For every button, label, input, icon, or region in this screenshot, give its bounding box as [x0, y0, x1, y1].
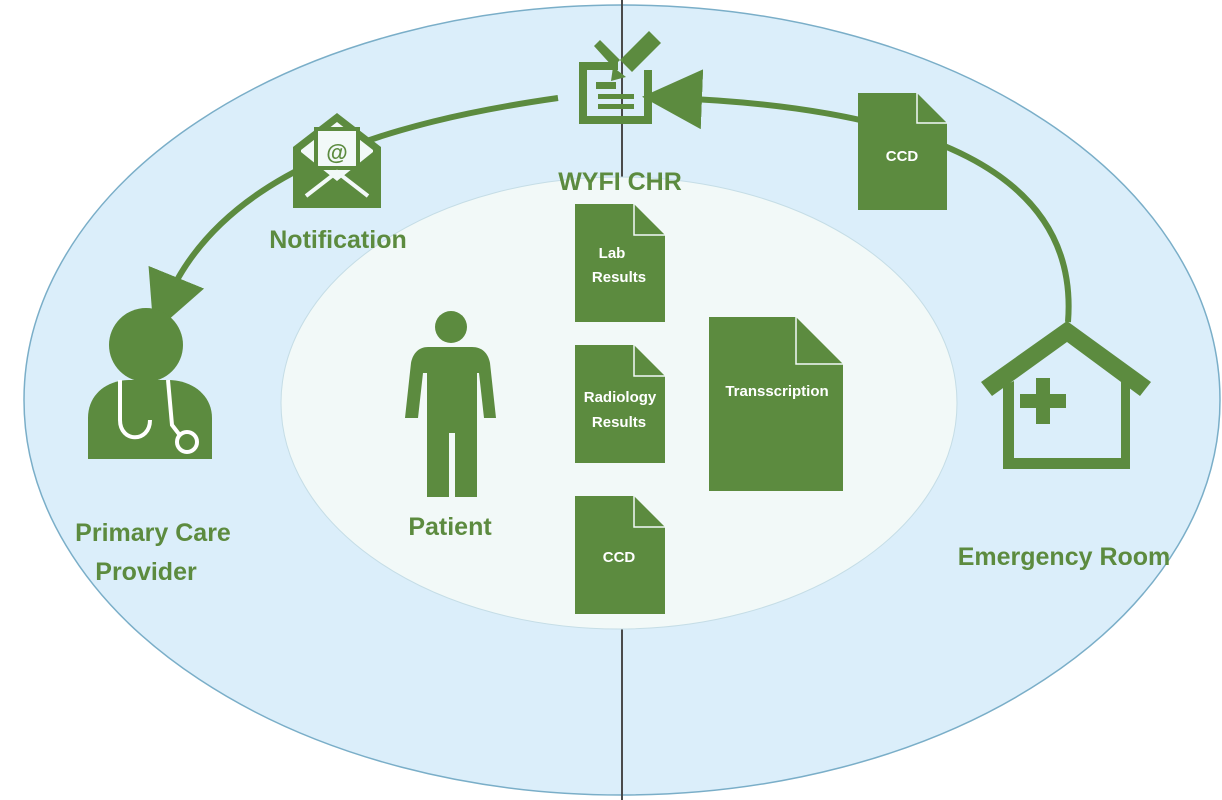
transcription-document: Transscription: [709, 317, 843, 491]
radiology-results-label-line1: Radiology: [584, 389, 657, 406]
lab-results-document: Lab Results: [575, 204, 665, 322]
primary-care-label-line1: Primary Care: [75, 519, 231, 547]
radiology-results-document: Radiology Results: [575, 345, 665, 463]
doctor-stethoscope-icon: [88, 308, 212, 459]
wyfi-chr-label: WYFI CHR: [558, 168, 682, 196]
patient-label: Patient: [408, 513, 492, 541]
emergency-room-label: Emergency Room: [958, 543, 1171, 571]
person-icon: [405, 311, 496, 497]
flow-arrow-to-chr: [642, 69, 1072, 323]
ccd-bottom-label: CCD: [603, 549, 636, 566]
hospital-house-icon: [981, 321, 1151, 469]
primary-care-label-line2: Provider: [95, 558, 197, 586]
ccd-document-top: CCD: [858, 93, 947, 210]
lab-results-label-line2: Results: [592, 269, 646, 286]
document-edit-icon: [579, 31, 661, 124]
radiology-results-label-line2: Results: [592, 414, 646, 431]
transcription-label: Transscription: [725, 383, 828, 400]
notification-label: Notification: [269, 226, 407, 254]
svg-text:@: @: [326, 140, 347, 165]
ccd-document-bottom: CCD: [575, 496, 665, 614]
lab-results-label-line1: Lab: [599, 245, 626, 262]
ccd-top-label: CCD: [886, 148, 919, 165]
email-notification-icon: @: [293, 113, 381, 208]
